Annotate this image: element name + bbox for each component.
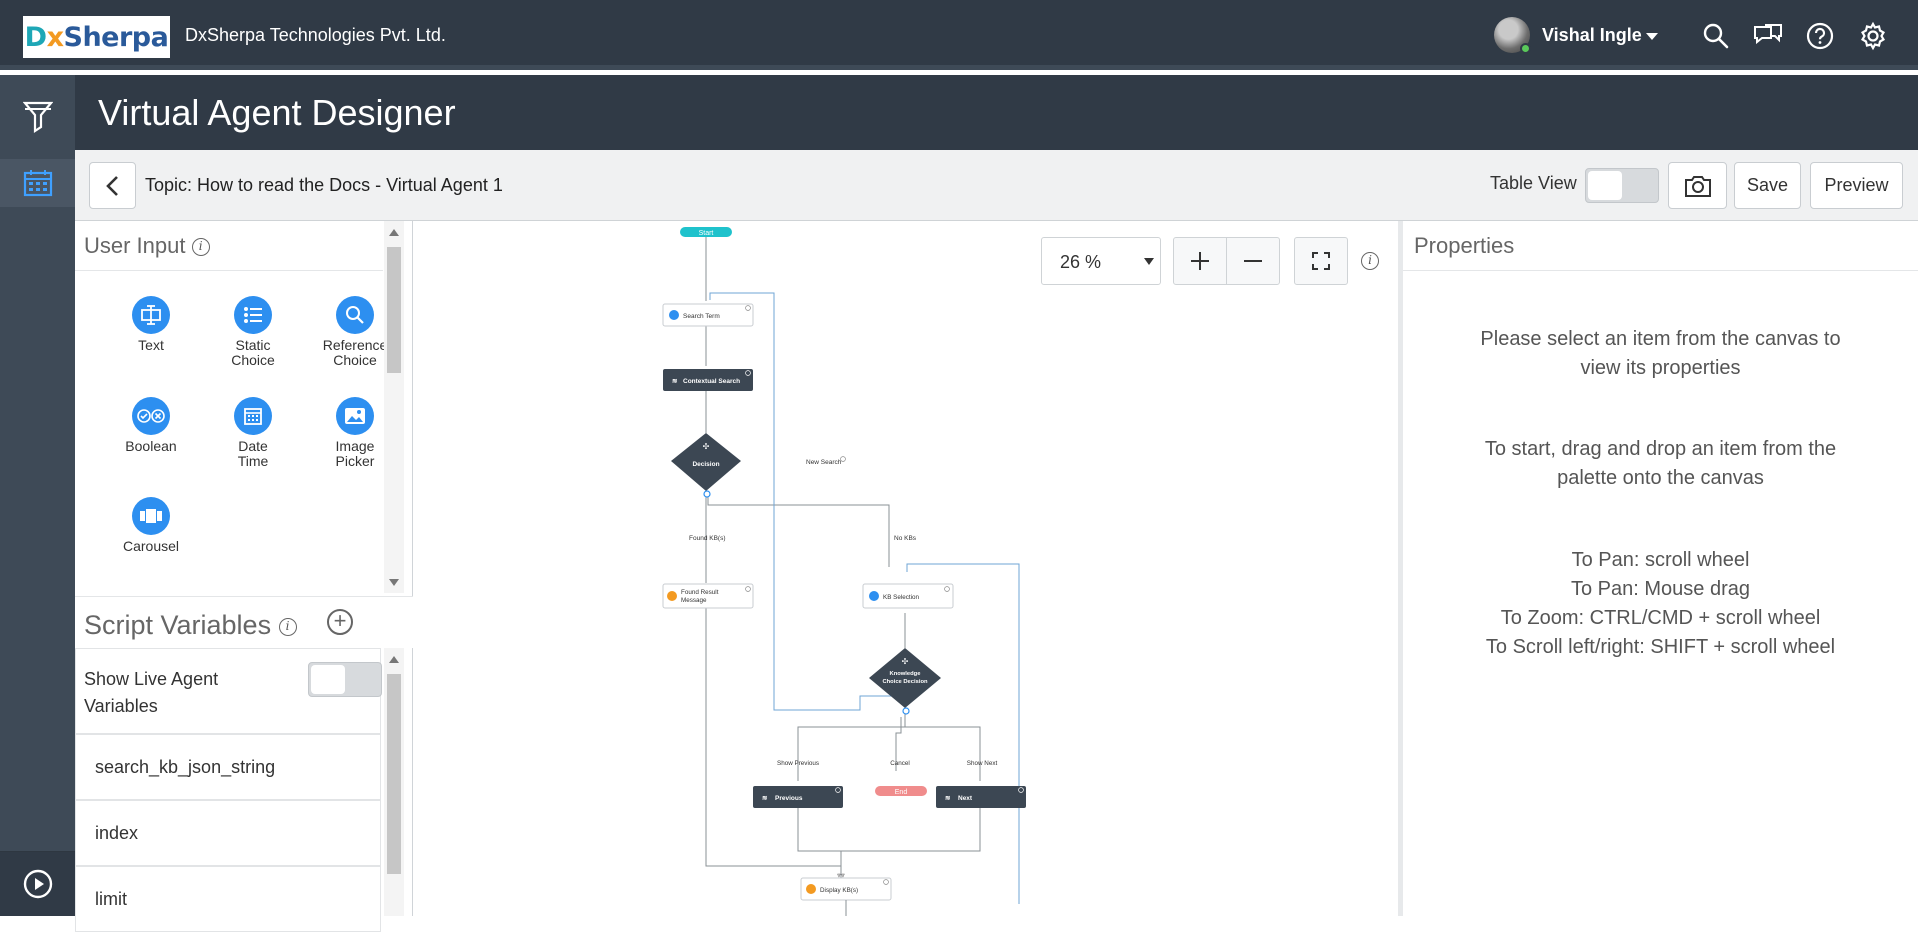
search-icon[interactable] — [1700, 20, 1732, 52]
svg-text:Message: Message — [681, 597, 707, 604]
show-live-agent-variables-row: Show Live Agent Variables — [75, 648, 382, 734]
svg-text:Search Term: Search Term — [683, 313, 720, 320]
svg-text:No KBs: No KBs — [894, 535, 917, 542]
chevron-left-icon — [105, 175, 118, 196]
show-live-agent-variables-toggle[interactable] — [308, 662, 382, 697]
table-view-label: Table View — [1490, 173, 1577, 193]
plus-icon — [1191, 252, 1209, 270]
properties-title: Properties — [1414, 233, 1515, 258]
flow-diagram[interactable]: Start Search Term ≋ Contextual Search De… — [413, 221, 1398, 916]
online-status-dot — [1520, 43, 1531, 54]
back-button[interactable] — [89, 162, 136, 209]
list-icon — [244, 307, 262, 323]
palette-scrollbar[interactable] — [384, 221, 404, 593]
script-variables-header: Script Variables i + — [75, 596, 413, 648]
properties-panel: Properties Please select an item from th… — [1398, 221, 1918, 916]
search-icon — [346, 306, 364, 324]
svg-text:Cancel: Cancel — [890, 760, 910, 767]
company-name: DxSherpa Technologies Pvt. Ltd. — [185, 25, 446, 45]
svg-text:Show Previous: Show Previous — [777, 760, 819, 767]
palette-item-carousel[interactable]: Carousel — [101, 497, 201, 554]
svg-text:≋: ≋ — [945, 795, 951, 802]
variables-scrollbar[interactable] — [384, 648, 404, 916]
palette-item-date-time[interactable]: Date Time — [203, 397, 303, 469]
svg-text:≋: ≋ — [672, 378, 678, 385]
user-name[interactable]: Vishal Ingle — [1542, 25, 1642, 45]
chevron-down-icon — [1144, 258, 1154, 265]
filter-navigator-icon[interactable] — [0, 75, 75, 159]
palette-panel: User Input i Text Static Choice Referenc… — [75, 221, 413, 932]
text-input-icon — [141, 305, 161, 325]
chat-icon[interactable] — [1752, 20, 1784, 52]
save-button[interactable]: Save — [1734, 162, 1801, 209]
play-icon[interactable] — [0, 851, 75, 916]
info-icon[interactable]: i — [1361, 252, 1379, 270]
list-item[interactable]: index — [75, 800, 381, 866]
screenshot-button[interactable] — [1668, 162, 1727, 209]
carousel-icon — [140, 509, 162, 523]
gear-icon[interactable] — [1857, 20, 1889, 52]
properties-header: Properties — [1403, 221, 1918, 271]
palette-item-static-choice[interactable]: Static Choice — [203, 296, 303, 368]
zoom-in-button[interactable] — [1173, 237, 1227, 285]
user-menu-caret-icon[interactable] — [1646, 33, 1658, 40]
title-bar: Virtual Agent Designer — [75, 75, 1918, 150]
preview-button[interactable]: Preview — [1810, 162, 1903, 209]
svg-text:End: End — [895, 789, 908, 796]
flow-canvas[interactable]: Start Search Term ≋ Contextual Search De… — [413, 221, 1398, 916]
palette-item-text[interactable]: Text — [101, 296, 201, 353]
svg-text:Choice Decision: Choice Decision — [882, 679, 928, 685]
script-variables-title: Script Variables i — [84, 610, 297, 641]
svg-text:≋: ≋ — [762, 795, 768, 802]
properties-hint-drag: To start, drag and drop an item from the… — [1484, 438, 1837, 489]
fit-to-screen-button[interactable] — [1294, 237, 1348, 285]
minus-icon — [1244, 260, 1262, 262]
svg-text:Found KB(s): Found KB(s) — [689, 535, 726, 542]
table-view-toggle[interactable] — [1585, 168, 1659, 203]
info-icon[interactable]: i — [278, 617, 297, 636]
left-rail — [0, 75, 75, 916]
properties-tips: To Pan: scroll wheel To Pan: Mouse drag … — [1485, 549, 1836, 658]
info-icon[interactable]: i — [191, 238, 210, 257]
designer-toolbar: Topic: How to read the Docs - Virtual Ag… — [75, 150, 1918, 221]
svg-text:KB Selection: KB Selection — [883, 594, 920, 601]
palette-item-boolean[interactable]: Boolean — [101, 397, 201, 454]
image-icon — [345, 408, 365, 424]
svg-text:Start: Start — [699, 230, 714, 237]
svg-text:New Search: New Search — [806, 459, 842, 466]
add-variable-button[interactable]: + — [327, 609, 353, 635]
fullscreen-icon — [1312, 252, 1330, 270]
camera-icon — [1684, 175, 1711, 197]
properties-hint-select: Please select an item from the canvas to… — [1480, 328, 1841, 379]
list-item[interactable]: limit — [75, 866, 381, 932]
svg-text:Display KB(s): Display KB(s) — [820, 887, 858, 894]
svg-text:Previous: Previous — [775, 795, 803, 802]
zoom-out-button[interactable] — [1226, 237, 1280, 285]
palette-item-reference-choice[interactable]: Reference Choice — [305, 296, 405, 368]
svg-text:✣: ✣ — [703, 442, 710, 451]
calendar-icon[interactable] — [0, 159, 75, 207]
svg-text:Show Next: Show Next — [967, 760, 998, 767]
topic-title: Topic: How to read the Docs - Virtual Ag… — [145, 175, 503, 195]
svg-text:✣: ✣ — [902, 657, 909, 666]
user-input-title: User Input i — [84, 233, 210, 259]
svg-text:Next: Next — [958, 795, 973, 802]
svg-text:Knowledge: Knowledge — [890, 671, 922, 677]
svg-text:Found Result: Found Result — [681, 589, 719, 596]
page-title: Virtual Agent Designer — [98, 92, 456, 133]
svg-text:Decision: Decision — [692, 461, 719, 468]
svg-text:⩔⩔: ⩔⩔ — [837, 872, 845, 879]
palette-item-image-picker[interactable]: Image Picker — [305, 397, 405, 469]
calendar-icon — [244, 408, 262, 425]
user-input-header: User Input i — [75, 221, 383, 271]
zoom-select[interactable]: 26 % — [1041, 237, 1161, 285]
boolean-icon — [137, 409, 165, 423]
help-icon[interactable] — [1804, 20, 1836, 52]
list-item[interactable]: search_kb_json_string — [75, 734, 381, 800]
svg-text:Contextual Search: Contextual Search — [683, 378, 740, 385]
